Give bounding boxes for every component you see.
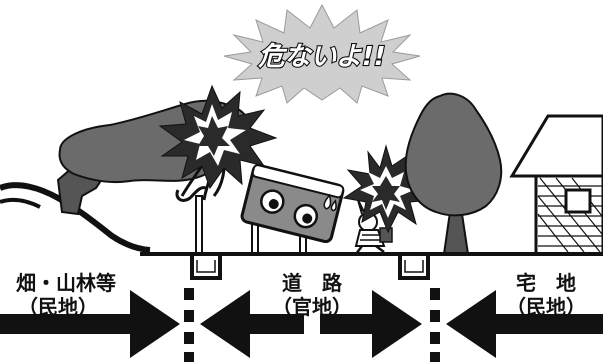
gutter-right-inner [404,260,424,273]
ground [140,252,603,280]
right-tree-canopy [404,92,503,217]
gutter-left [190,256,222,280]
house-window [564,188,592,214]
arrow-left-to-boundary [0,290,180,358]
gutter-right [398,256,430,280]
road-sign-pupil-left [268,199,279,210]
hill [0,182,151,253]
road-sign-board-group [240,164,345,244]
label-left: 畑・山林等 （民地） [16,271,116,319]
child-body [354,229,386,247]
label-right-name: 宅 地 [516,271,576,295]
boundary-marker-right [430,288,440,362]
warning-burst-shape [223,3,421,104]
sweat-drop-icon-2 [330,199,337,212]
label-right: 宅 地 （民地） [506,271,586,319]
arrow-right-to-boundary [446,290,603,358]
hill-outline-upper [0,182,151,253]
warning-text: 危ないよ!! [257,42,385,72]
label-left-name: 畑・山林等 [16,271,116,295]
sign-post [195,195,203,255]
label-center: 道 路 （官地） [272,271,352,319]
label-right-type: （民地） [506,295,586,319]
house [509,114,603,256]
left-tree-branch-tip [175,186,207,202]
sweat-drop-icon [323,193,332,210]
house-roof [509,114,603,178]
right-impact-burst-core [372,176,400,210]
road-sign-leg-left [251,221,259,255]
gutter-left-inner [196,260,216,273]
road-sign-character [240,164,345,255]
child-stripes [360,234,382,241]
boundary-marker-left [184,288,194,362]
road-sign-pupil-right [302,213,313,224]
child-bag [379,227,393,243]
label-left-type: （民地） [18,295,98,319]
warning-burst: 危ないよ!! [223,3,421,104]
left-impact-burst-core [198,116,230,156]
label-center-name: 道 路 [282,271,343,295]
arrow-road-to-left-boundary [200,290,304,358]
road-sign-board-edge [251,164,345,199]
label-center-type: （官地） [272,295,352,319]
right-tree [404,92,503,255]
hill-outline-lower [0,197,41,209]
hill-slope [0,185,150,250]
arrow-road-to-right-boundary [320,290,422,358]
sign-post-pole [195,195,203,255]
